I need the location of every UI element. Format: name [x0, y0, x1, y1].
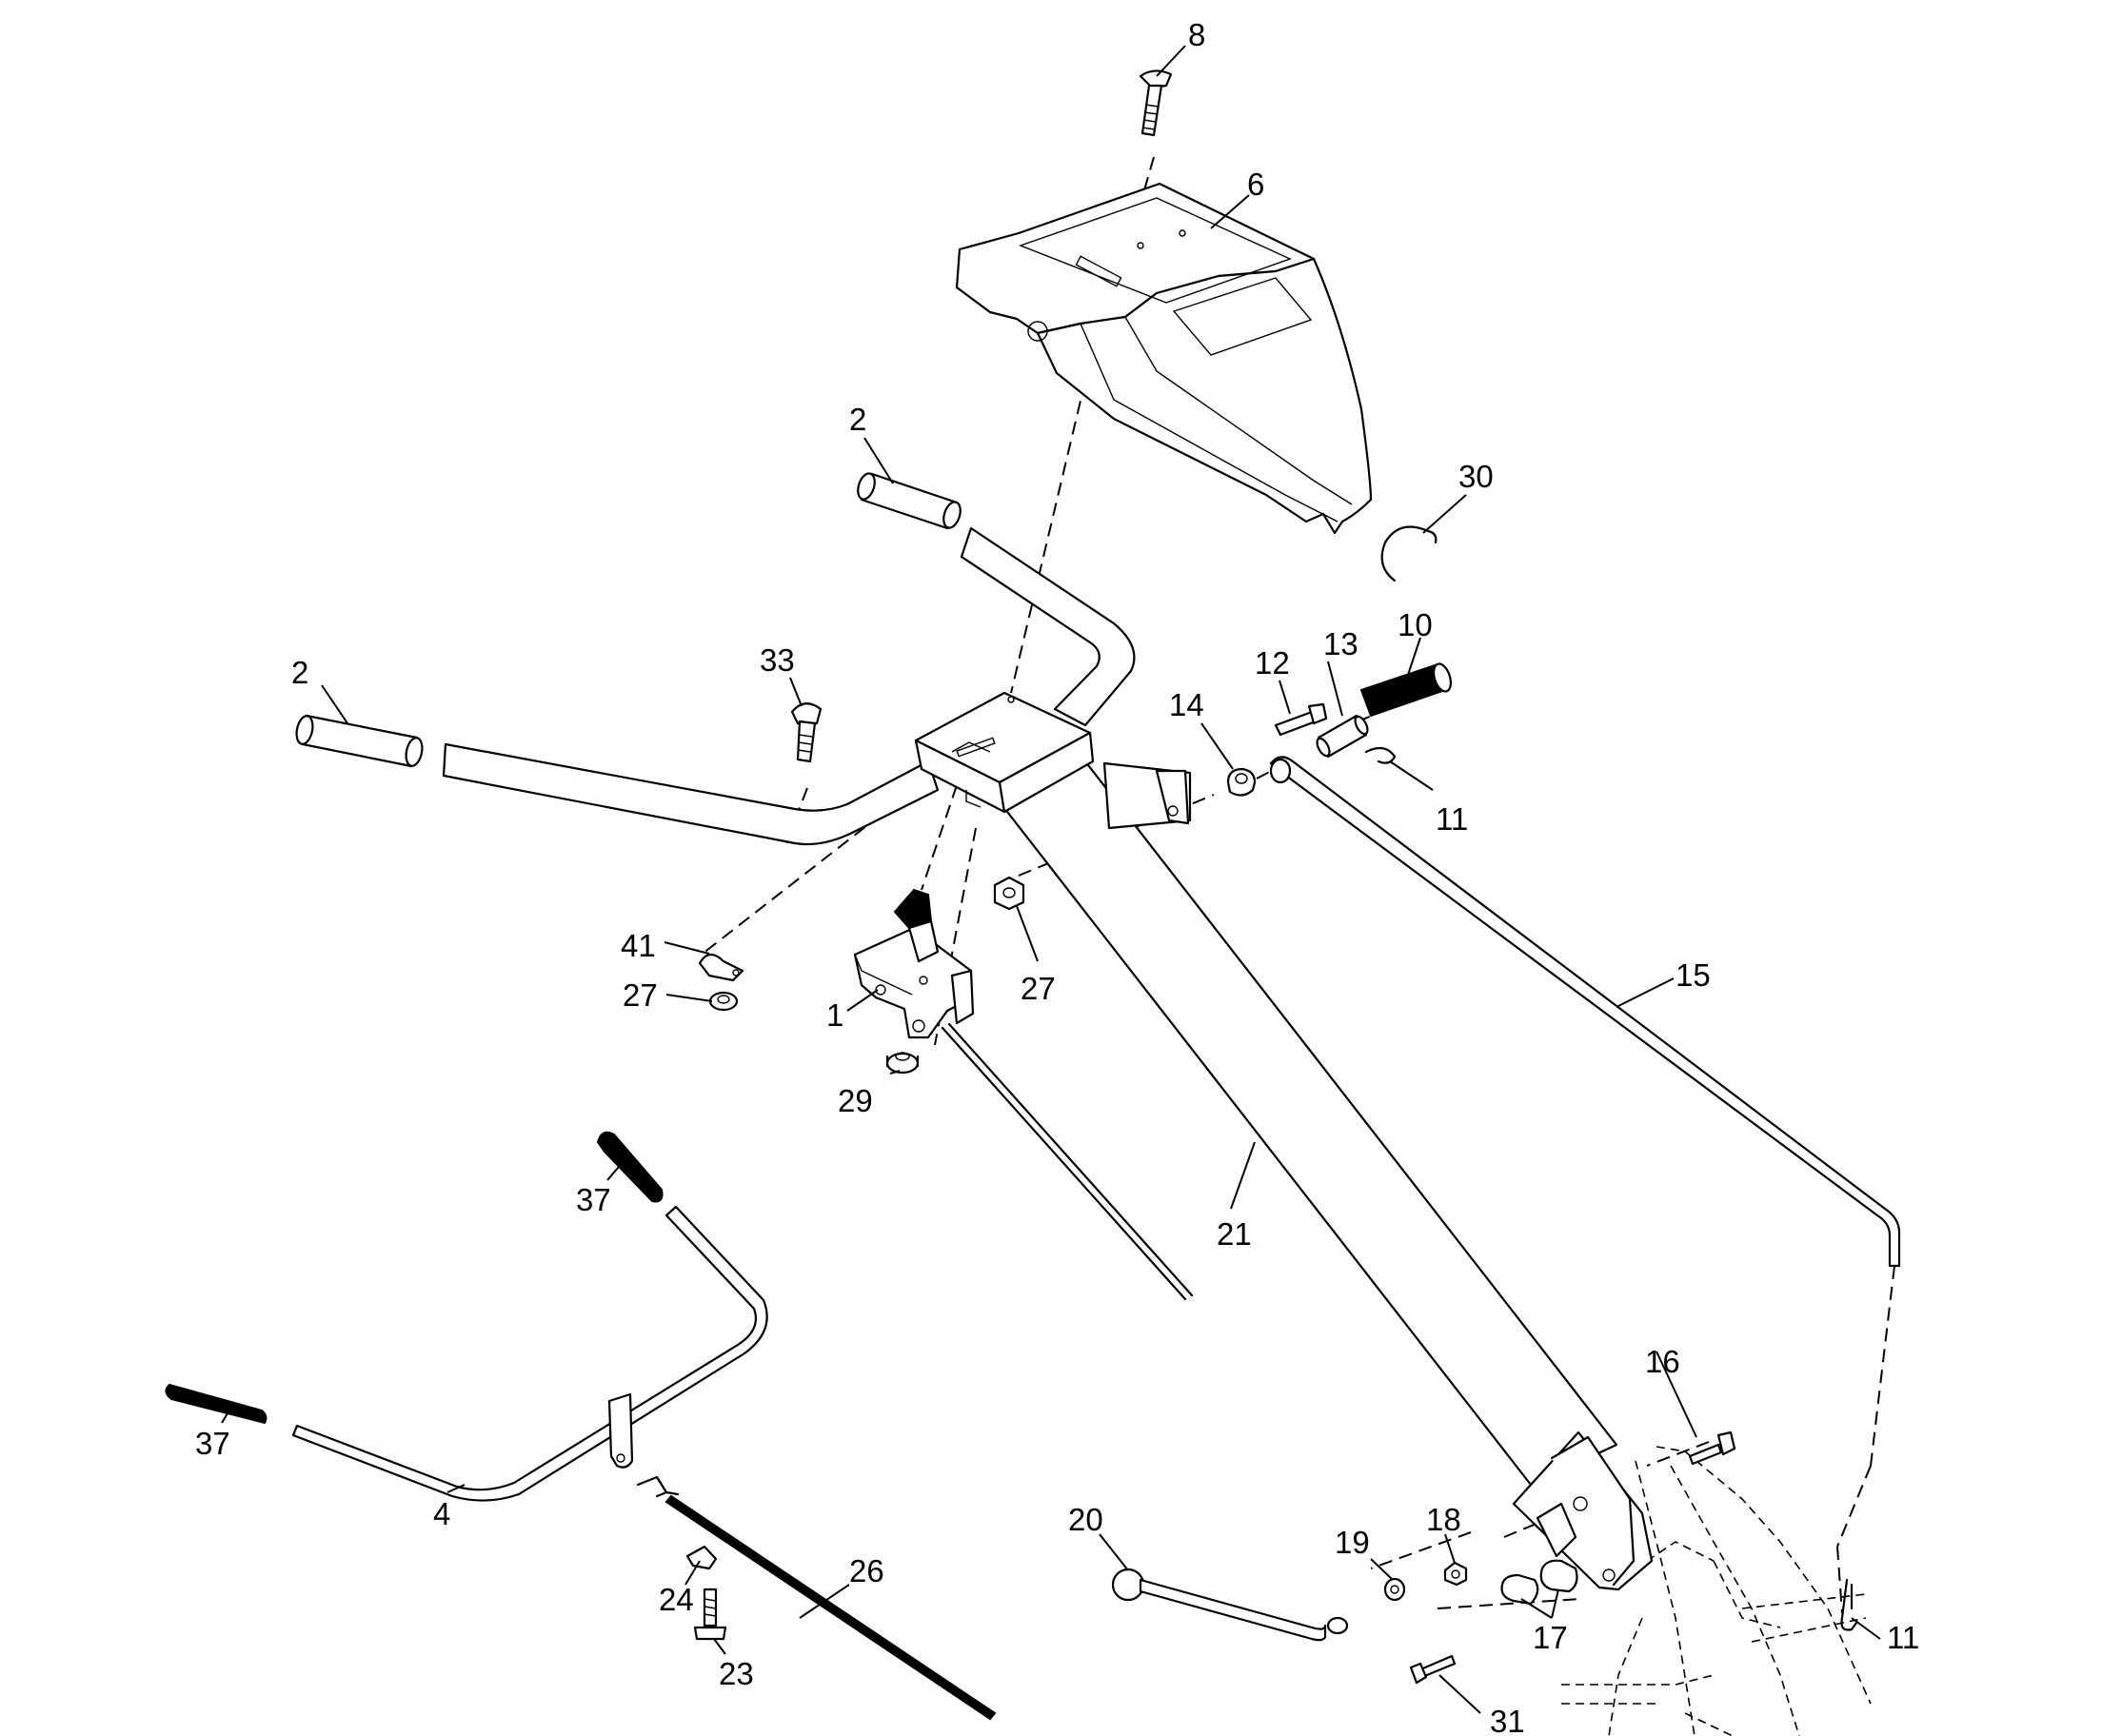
callout-27: 27 — [1021, 971, 1056, 1006]
callout-13: 13 — [1323, 626, 1358, 661]
callout-10: 10 — [1398, 607, 1433, 642]
callout-23: 23 — [719, 1656, 754, 1691]
callout-2: 2 — [291, 655, 308, 690]
callout-labels: 8 6 2 30 2 33 10 12 13 14 11 41 27 27 1 … — [195, 17, 1919, 1736]
screw-8 — [1139, 69, 1173, 137]
callout-2: 2 — [849, 402, 866, 437]
handle-tube-21 — [996, 760, 1654, 1591]
callout-37: 37 — [195, 1426, 230, 1461]
nut-27-left — [708, 991, 739, 1012]
callout-1: 1 — [826, 997, 843, 1033]
shift-bracket-1 — [853, 888, 1194, 1301]
grip-2-left — [295, 714, 424, 768]
lever-4 — [291, 1205, 768, 1502]
hairpin-11-upper — [1364, 746, 1397, 764]
pad-17b — [1539, 1559, 1578, 1593]
carriage-bolt-33 — [790, 702, 823, 763]
nut-18 — [1443, 1561, 1468, 1587]
callout-26: 26 — [849, 1553, 884, 1588]
callout-11: 11 — [1436, 801, 1468, 837]
callout-11: 11 — [1887, 1620, 1919, 1655]
callout-17: 17 — [1533, 1620, 1568, 1655]
bolt-31 — [1409, 1654, 1457, 1685]
callout-31: 31 — [1490, 1704, 1525, 1736]
callout-12: 12 — [1255, 645, 1290, 681]
callout-20: 20 — [1068, 1502, 1103, 1537]
callout-18: 18 — [1426, 1502, 1461, 1537]
callout-33: 33 — [760, 642, 795, 678]
handlebar-assembly — [442, 526, 1136, 846]
clamp-24 — [685, 1545, 718, 1570]
callout-6: 6 — [1247, 167, 1264, 202]
nut-29 — [885, 1052, 920, 1075]
washer-19 — [1383, 1577, 1406, 1602]
bolt-12 — [1274, 702, 1328, 737]
pad-17a — [1500, 1573, 1539, 1606]
callout-14: 14 — [1169, 687, 1204, 722]
callout-29: 29 — [838, 1083, 873, 1118]
knob-rod-20 — [1111, 1568, 1349, 1642]
callout-21: 21 — [1217, 1216, 1252, 1252]
clip-30 — [1380, 525, 1438, 582]
callout-16: 16 — [1645, 1344, 1680, 1379]
spacer-14 — [1226, 767, 1257, 797]
grip-10 — [1359, 662, 1453, 718]
callout-4: 4 — [433, 1496, 450, 1531]
callout-8: 8 — [1188, 17, 1205, 52]
callout-24: 24 — [659, 1582, 694, 1617]
shift-rod-15 — [1269, 756, 1901, 1268]
callout-37: 37 — [576, 1182, 611, 1217]
cable-clamp-41 — [698, 953, 744, 982]
callout-27: 27 — [623, 977, 658, 1013]
console-panel-6 — [955, 182, 1373, 535]
sleeve-13 — [1316, 714, 1369, 759]
callout-19: 19 — [1335, 1525, 1370, 1560]
grip-2-upper — [857, 472, 962, 530]
hairpin-11-lower — [1840, 1578, 1858, 1631]
nut-27-right — [993, 876, 1025, 911]
bolt-23 — [693, 1588, 727, 1641]
cable-26 — [636, 1475, 997, 1721]
leader-lines — [221, 45, 1881, 1714]
callout-41: 41 — [621, 928, 656, 963]
bolt-16 — [1688, 1430, 1736, 1466]
grip-37-left — [165, 1383, 268, 1425]
grip-37-upper — [596, 1131, 664, 1203]
callout-15: 15 — [1676, 957, 1711, 993]
phantom-tiller-frame — [1561, 1446, 1872, 1736]
callout-30: 30 — [1458, 459, 1494, 494]
